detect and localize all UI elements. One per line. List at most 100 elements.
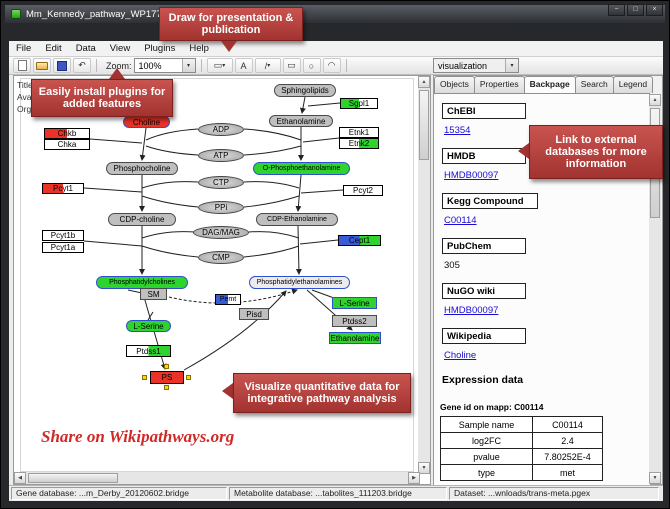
visualization-combobox[interactable]: visualization ▾ — [433, 58, 519, 73]
pathway-node-choline[interactable]: Choline — [123, 116, 170, 128]
pathway-node-l-serine-left[interactable]: L-Serine — [126, 320, 171, 332]
scroll-down-icon[interactable]: ▼ — [418, 462, 430, 474]
callout-text: Link to external databases for more info… — [545, 134, 647, 170]
selection-handle-left[interactable] — [142, 375, 147, 380]
pathway-node-ethanolamine-bottom[interactable]: Ethanolamine — [329, 332, 381, 344]
menu-plugins[interactable]: Plugins — [144, 43, 176, 54]
pathway-node-phosphocholine[interactable]: Phosphocholine — [106, 162, 178, 175]
pathway-node-sm[interactable]: SM — [140, 288, 167, 300]
vertical-scroll-thumb[interactable] — [419, 90, 429, 160]
table-cell: log2FC — [440, 432, 533, 449]
nugo-link[interactable]: HMDB00097 — [444, 305, 499, 316]
selection-handle-bottom[interactable] — [164, 385, 169, 390]
zoom-combobox[interactable]: 100% ▾ — [133, 58, 196, 73]
status-gene-database: Gene database: ...m_Derby_20120602.bridg… — [11, 487, 227, 500]
pathway-node-cdp-ethanolamine[interactable]: CDP-Ethanolamine — [256, 213, 338, 226]
pathway-node-pcyt1a[interactable]: Pcyt1a — [42, 242, 84, 253]
pathway-node-cdp-choline[interactable]: CDP-choline — [108, 213, 176, 226]
scroll-up-icon[interactable]: ▲ — [649, 94, 661, 106]
datanode-tool-icon: ▭ — [213, 60, 223, 70]
pathway-node-ptdss2[interactable]: Ptdss2 — [332, 315, 377, 327]
pathway-node-ppi[interactable]: PPi — [198, 201, 244, 214]
hmdb-link[interactable]: HMDB00097 — [444, 170, 499, 181]
menu-view[interactable]: View — [109, 43, 131, 54]
pathway-node-ps-selected[interactable]: PS — [150, 371, 184, 384]
pathway-node-pcyt2[interactable]: Pcyt2 — [343, 185, 383, 196]
toolbar-separator — [200, 59, 202, 72]
new-file-button[interactable] — [13, 58, 31, 73]
chevron-down-icon[interactable]: ▾ — [505, 59, 518, 72]
callout-arrow-down — [221, 41, 237, 52]
pathway-node-pcyt1b[interactable]: Pcyt1b — [42, 230, 84, 241]
undo-button[interactable]: ↶ — [73, 58, 91, 73]
wikipedia-link[interactable]: Choline — [444, 350, 477, 361]
menu-edit[interactable]: Edit — [45, 43, 62, 54]
close-button[interactable]: × — [646, 4, 663, 16]
status-metabolite-database: Metabolite database: ...tabolites_111203… — [229, 487, 447, 500]
label-tool-button[interactable]: A — [234, 58, 253, 73]
app-icon — [11, 9, 21, 19]
canvas-vertical-scrollbar[interactable]: ▲ ▼ — [418, 76, 430, 474]
toolbar-separator — [96, 59, 97, 72]
tab-properties[interactable]: Properties — [473, 76, 525, 93]
chevron-down-icon[interactable]: ▾ — [181, 59, 195, 72]
canvas-horizontal-scrollbar[interactable]: ◀ ▶ — [14, 472, 420, 484]
menu-help[interactable]: Help — [189, 43, 209, 54]
pathway-canvas[interactable]: Title: Avail Organ — [13, 75, 431, 485]
save-button[interactable] — [53, 58, 71, 73]
scroll-left-icon[interactable]: ◀ — [14, 472, 26, 484]
maximize-button[interactable]: □ — [627, 4, 644, 16]
pathway-node-etnk2[interactable]: Etnk2 — [339, 138, 379, 149]
selection-handle-right[interactable] — [186, 375, 191, 380]
scroll-up-icon[interactable]: ▲ — [418, 76, 430, 88]
tab-objects[interactable]: Objects — [434, 76, 475, 93]
pathway-node-atp[interactable]: ATP — [198, 149, 244, 162]
pathway-node-pcyt1[interactable]: Pcyt1 — [42, 183, 84, 194]
pathway-node-chka[interactable]: Chka — [44, 139, 90, 150]
pathway-node-ptdss1[interactable]: Ptdss1 — [126, 345, 171, 357]
pathway-node-dag-mag[interactable]: DAG/MAG — [193, 226, 249, 239]
callout-visualize-data: Visualize quantitative data for integrat… — [233, 373, 411, 413]
pathway-node-phosphatidylethanolamines[interactable]: Phosphatidylethanolamines — [249, 276, 350, 289]
menu-data[interactable]: Data — [75, 43, 96, 54]
selection-handle-top[interactable] — [164, 364, 169, 369]
chebi-link[interactable]: 15354 — [444, 125, 471, 136]
open-button[interactable] — [33, 58, 51, 73]
tab-backpage[interactable]: Backpage — [523, 76, 576, 93]
scroll-right-icon[interactable]: ▶ — [408, 472, 420, 484]
oval-tool-button[interactable]: ○ — [302, 58, 321, 73]
rectangle-tool-button[interactable]: ▭ — [282, 58, 301, 73]
arc-tool-button[interactable]: ◠ — [322, 58, 341, 73]
pathway-node-l-serine-right[interactable]: L-Serine — [332, 297, 377, 309]
kegg-link[interactable]: C00114 — [444, 215, 477, 226]
pathway-node-pisd[interactable]: Pisd — [239, 308, 269, 320]
tab-legend[interactable]: Legend — [612, 76, 654, 93]
tab-search[interactable]: Search — [574, 76, 614, 93]
oval-tool-icon: ○ — [308, 60, 315, 71]
pathway-node-cmp[interactable]: CMP — [198, 251, 244, 264]
horizontal-scroll-thumb[interactable] — [28, 473, 118, 483]
pathway-node-etnk1[interactable]: Etnk1 — [339, 127, 379, 138]
side-panel-tabs: Objects Properties Backpage Search Legen… — [434, 76, 654, 93]
minimize-button[interactable]: − — [608, 4, 625, 16]
titlebar[interactable]: Mm_Kennedy_pathway_WP1771_45176.gp... — [5, 5, 665, 23]
line-tool-button[interactable]: / ▾ — [254, 58, 281, 73]
scroll-down-icon[interactable]: ▼ — [649, 472, 661, 484]
pathway-node-adp[interactable]: ADP — [198, 123, 244, 136]
pathway-node-pemt[interactable]: Pemt — [215, 294, 241, 305]
backpage-section-kegg: Kegg Compound — [442, 193, 538, 209]
pathway-node-sphingolipids[interactable]: Sphingolipids — [274, 84, 336, 97]
menu-file[interactable]: File — [16, 43, 32, 54]
table-cell: 7.80252E-4 — [532, 448, 603, 465]
pathway-node-o-phosphoethanolamine[interactable]: O-Phosphoethanolamine — [253, 162, 350, 175]
pathway-node-sgpl1[interactable]: Sgpl1 — [340, 98, 378, 109]
rectangle-tool-icon: ▭ — [287, 60, 296, 70]
pathway-node-ethanolamine[interactable]: Ethanolamine — [269, 115, 333, 127]
pathway-node-chkb[interactable]: Chkb — [44, 128, 90, 139]
datanode-tool-button[interactable]: ▭ ▾ — [206, 58, 233, 73]
pathway-node-cept1[interactable]: Cept1 — [338, 235, 381, 246]
arc-tool-icon: ◠ — [327, 60, 336, 70]
pathway-node-ctp[interactable]: CTP — [198, 176, 244, 189]
undo-icon: ↶ — [78, 60, 86, 70]
